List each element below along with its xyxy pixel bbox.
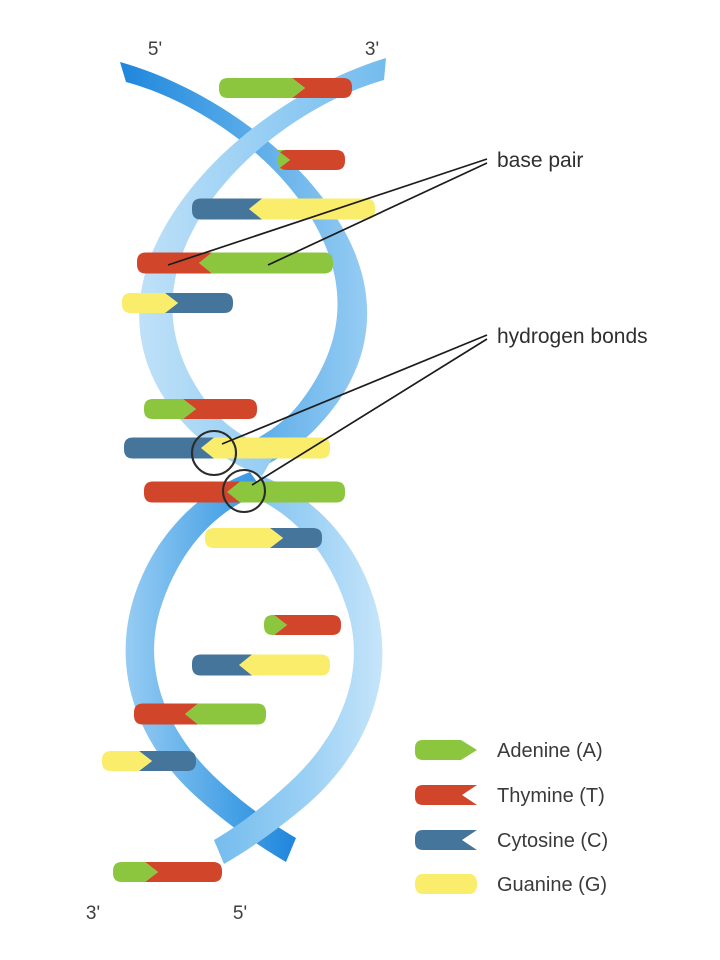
base-guanine: [239, 654, 330, 676]
leader-line-hydrogen-bonds-0: [221, 334, 488, 445]
base-thymine: [145, 862, 222, 882]
base-thymine: [183, 399, 257, 419]
legend-label-adenine: Adenine (A): [497, 740, 603, 762]
base-guanine: [122, 293, 178, 313]
legend-swatch-guanine: [415, 874, 477, 894]
base-pair: [205, 528, 322, 548]
hbond-ring-upper: [190, 429, 238, 477]
base-thymine: [292, 78, 352, 98]
base-pair-rungs: [102, 78, 375, 882]
end-label-top-right: 3': [365, 39, 379, 60]
base-adenine: [144, 399, 196, 419]
base-cytosine: [124, 437, 214, 459]
base-guanine: [249, 198, 375, 220]
legend-swatch-cytosine: [415, 830, 477, 850]
strand-end-labels: 5' 3' 3' 5': [86, 39, 379, 924]
end-label-bottom-left: 3': [86, 903, 100, 924]
base-cytosine: [139, 751, 196, 771]
leader-line-base-pair-1: [267, 162, 488, 266]
base-thymine: [277, 150, 345, 170]
base-adenine: [227, 481, 345, 503]
base-adenine: [219, 78, 305, 98]
hbond-ring-lower: [221, 468, 267, 514]
base-thymine: [134, 703, 198, 725]
legend-label-guanine: Guanine (G): [497, 874, 607, 896]
hydrogen-bond-markers: [190, 429, 267, 514]
base-cytosine: [270, 528, 322, 548]
base-pair: [192, 198, 375, 220]
leader-line-hydrogen-bonds-1: [251, 338, 488, 486]
backbone-strand-front: [139, 58, 386, 864]
legend: Adenine (A) Thymine (T) Cytosine (C) Guanin…: [415, 740, 608, 896]
base-pair: [277, 150, 345, 170]
base-pair: [219, 78, 352, 98]
leader-line-base-pair-0: [167, 158, 488, 266]
callout-leader-lines: [167, 158, 488, 486]
base-adenine: [199, 252, 333, 274]
legend-item-guanine: Guanine (G): [415, 874, 607, 896]
base-pair: [134, 703, 266, 725]
base-pair: [137, 252, 333, 274]
legend-item-thymine: Thymine (T): [415, 785, 605, 807]
annotation-label-base-pair: base pair: [497, 149, 583, 172]
base-pair: [144, 399, 257, 419]
base-cytosine: [192, 198, 262, 220]
legend-label-cytosine: Cytosine (C): [497, 830, 608, 852]
legend-item-cytosine: Cytosine (C): [415, 830, 608, 852]
base-guanine: [102, 751, 152, 771]
end-label-top-left: 5': [148, 39, 162, 60]
base-adenine: [277, 150, 290, 170]
base-pair: [192, 654, 330, 676]
legend-swatch-thymine: [415, 785, 477, 805]
base-pair: [102, 751, 196, 771]
annotation-label-hydrogen-bonds: hydrogen bonds: [497, 325, 648, 348]
legend-item-adenine: Adenine (A): [415, 740, 603, 762]
base-pair: [113, 862, 222, 882]
base-adenine: [113, 862, 158, 882]
base-cytosine: [165, 293, 233, 313]
base-adenine: [264, 615, 287, 635]
base-thymine: [274, 615, 341, 635]
end-label-bottom-right: 5': [233, 903, 247, 924]
backbone-front-segment-1: [139, 58, 386, 476]
base-adenine: [185, 703, 266, 725]
base-pair: [264, 615, 341, 635]
base-pair: [122, 293, 233, 313]
backbone-front-segment-2: [214, 476, 383, 864]
base-guanine: [205, 528, 283, 548]
base-pair: [144, 481, 345, 503]
legend-swatch-adenine: [415, 740, 477, 760]
annotation-labels: base pair hydrogen bonds: [497, 149, 648, 348]
legend-label-thymine: Thymine (T): [497, 785, 605, 807]
base-thymine: [144, 481, 240, 503]
base-cytosine: [192, 654, 252, 676]
